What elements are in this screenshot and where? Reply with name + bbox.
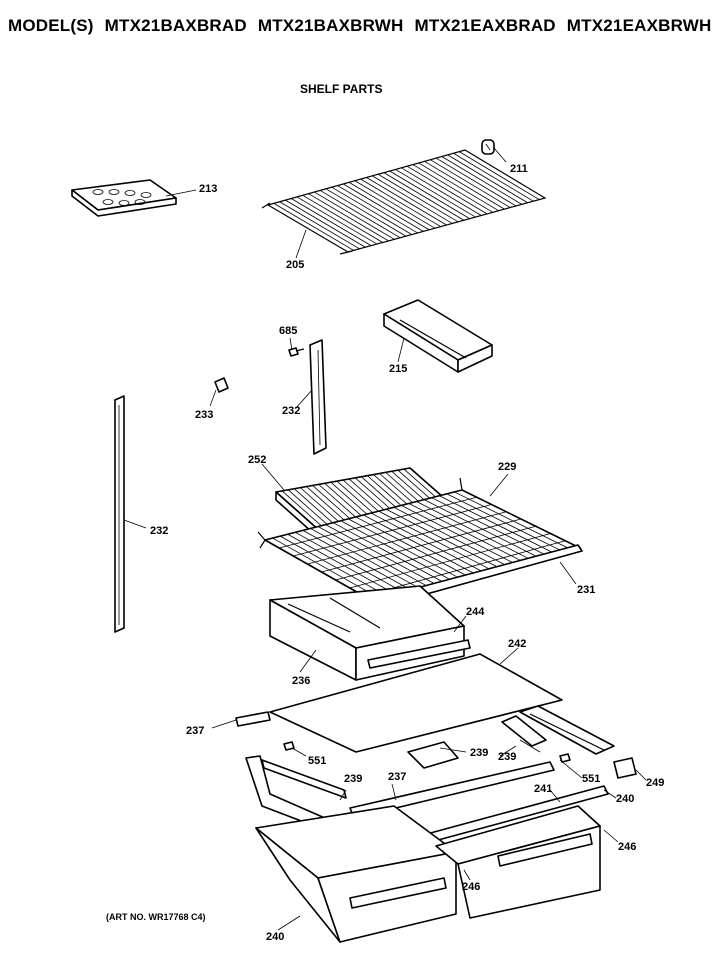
part-239-right-slide	[501, 705, 615, 755]
part-244-drawer-cover-trim	[367, 639, 471, 669]
model-number: MTX21BAXBRWH	[257, 16, 404, 35]
callout-239-center: 239	[470, 747, 488, 759]
callout-232-side: 232	[150, 525, 168, 537]
callout-232-center: 232	[282, 405, 300, 417]
diagram-subtitle: SHELF PARTS	[300, 82, 383, 96]
callout-246-left: 246	[462, 881, 480, 893]
part-232-center-rail	[309, 339, 327, 455]
part-249-roller	[613, 757, 637, 779]
part-551-screw-right	[559, 753, 571, 763]
callout-239-right: 239	[498, 751, 516, 763]
callout-236: 236	[292, 675, 310, 687]
model-prefix: MODEL(S)	[8, 16, 94, 35]
part-233-shelf-support	[214, 377, 229, 393]
callout-215: 215	[389, 363, 407, 375]
part-246-right-crisper-drawer	[435, 805, 601, 919]
diagram-header: MODEL(S) MTX21BAXBRAD MTX21BAXBRWH MTX21EAX…	[8, 16, 723, 36]
callout-246-right: 246	[618, 841, 636, 853]
part-239-center-bracket	[407, 741, 459, 769]
callout-252: 252	[248, 454, 266, 466]
callout-237-left: 237	[186, 725, 204, 737]
callout-240-upper: 240	[616, 793, 634, 805]
part-246-left-crisper-drawer	[255, 805, 457, 943]
callout-237-rail: 237	[388, 771, 406, 783]
callout-239-left: 239	[344, 773, 362, 785]
model-number: MTX21EAXBRAD	[414, 16, 556, 35]
part-551-screw-left	[283, 741, 295, 751]
callout-249: 249	[646, 777, 664, 789]
callout-551-right: 551	[582, 773, 600, 785]
callout-231: 231	[577, 584, 595, 596]
callout-205: 205	[286, 259, 304, 271]
art-number: (ART NO. WR17768 C4)	[106, 912, 206, 922]
part-213-egg-tray	[71, 179, 177, 217]
callout-242: 242	[508, 638, 526, 650]
part-232-side-rail	[114, 395, 125, 633]
callout-211: 211	[510, 163, 528, 175]
part-211-shelf-clip	[481, 139, 495, 155]
callout-244: 244	[466, 606, 485, 618]
callout-213: 213	[199, 183, 217, 195]
callout-233: 233	[195, 409, 213, 421]
part-242-glass-shelf	[269, 653, 563, 753]
part-685-screw	[288, 347, 305, 357]
callout-229: 229	[498, 461, 516, 473]
leader-lines	[123, 147, 647, 931]
callout-241: 241	[534, 783, 552, 795]
callout-551-left: 551	[308, 755, 326, 767]
part-215-door-bin	[383, 299, 493, 373]
callout-240-lower: 240	[266, 931, 284, 943]
model-number: MTX21EAXBRWH	[566, 16, 712, 35]
callout-685: 685	[279, 325, 297, 337]
exploded-parts-diagram: 211 213 205 215 685 233 232 232 252 229 …	[71, 139, 664, 943]
part-229-shelf-frame	[257, 477, 581, 605]
model-number: MTX21BAXBRAD	[104, 16, 247, 35]
part-205-wire-shelf	[261, 149, 547, 255]
part-237-left-bracket	[235, 711, 271, 727]
